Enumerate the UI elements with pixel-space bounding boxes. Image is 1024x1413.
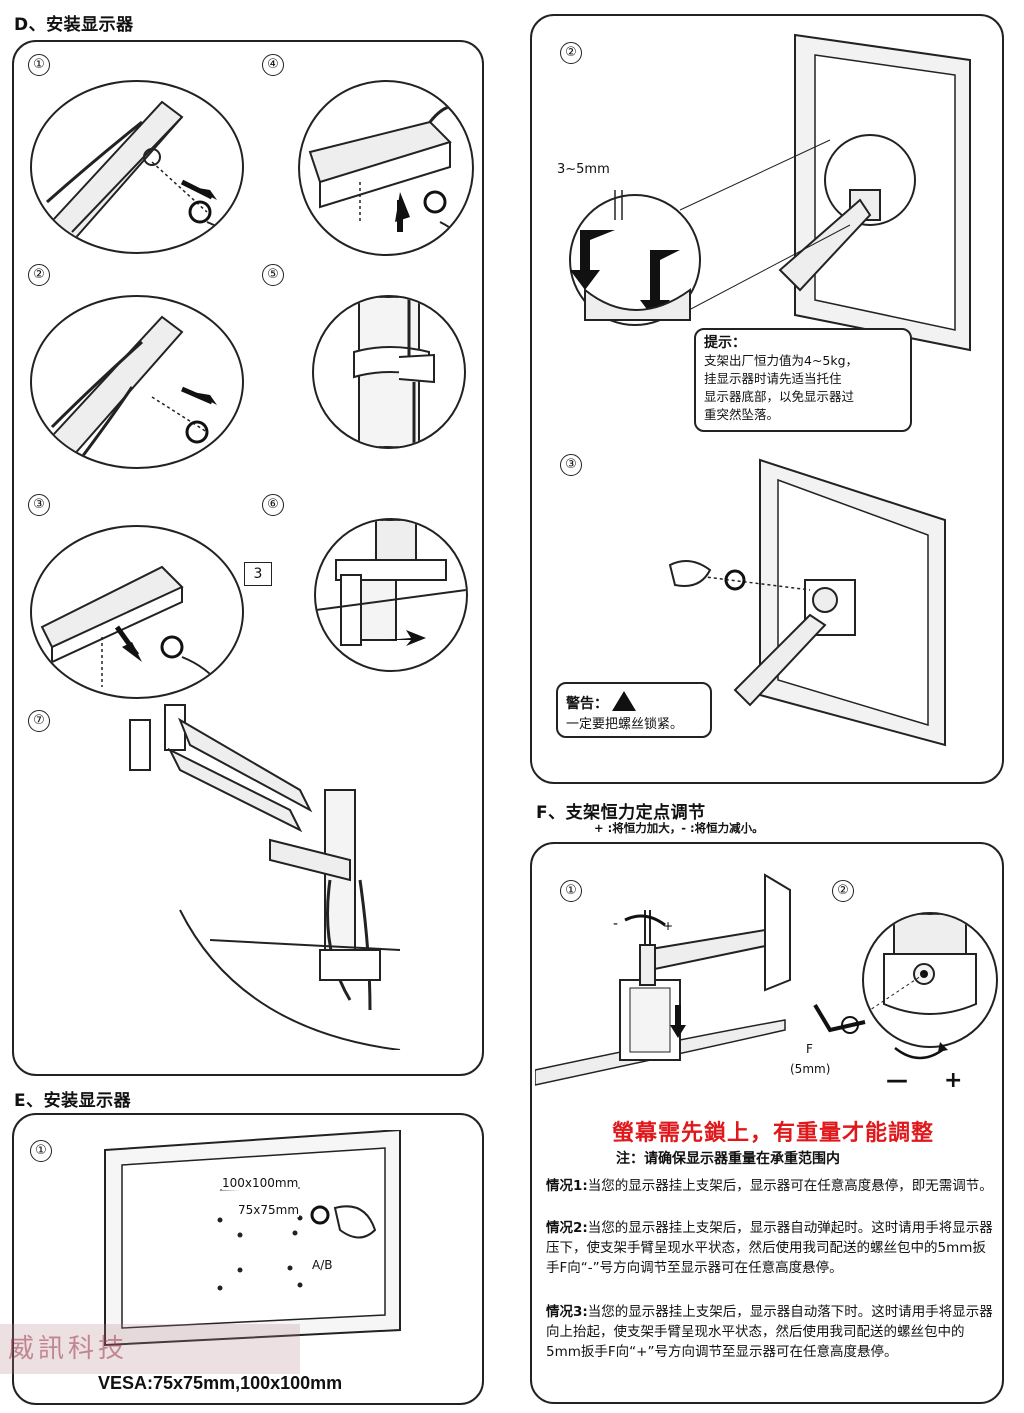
case-1-text: 当您的显示器挂上支架后，显示器可在任意高度悬停，即无需调节。 — [587, 1178, 993, 1194]
tip-callout: 提示： 支架出厂恒力值为4~5kg， 挂显示器时请先适当托住 显示器底部，以免显… — [694, 328, 912, 432]
step-number-1: ① — [28, 54, 50, 76]
wrench-size: (5mm) — [790, 1062, 831, 1076]
watermark: 威訊科技 — [0, 1324, 300, 1374]
step-number-e1: ① — [30, 1140, 52, 1162]
step-number-7: ⑦ — [28, 710, 50, 732]
tip-line-2: 挂显示器时请先适当托住 — [704, 371, 842, 386]
tip-line-3: 显示器底部，以免显示器过 — [704, 389, 855, 404]
case-2: 情况2:当您的显示器挂上支架后，显示器自动弹起时。这时请用手将显示器压下，使支架… — [546, 1218, 998, 1278]
step-number-2: ② — [28, 264, 50, 286]
vesa-spec-text: VESA:75x75mm,100x100mm — [98, 1373, 343, 1393]
section-e-title: E、安装显示器 — [14, 1091, 132, 1111]
gap-label: 3~5mm — [557, 162, 610, 177]
screw-type-label: A/B — [312, 1258, 333, 1272]
step-number-f1: ① — [560, 880, 582, 902]
hang-monitor-illustration — [560, 30, 1000, 360]
rotate-arrow-icon — [890, 1040, 950, 1070]
step4-illustration — [298, 80, 474, 256]
step5-illustration — [312, 295, 466, 449]
case-3-text: 当您的显示器挂上支架后，显示器自动落下时。这时请用手将显示器向上抬起，使支架手臂… — [546, 1304, 993, 1360]
step6-illustration — [314, 518, 468, 672]
step2-illustration — [30, 295, 244, 469]
red-warning-note: 螢幕需先鎖上，有重量才能調整 — [612, 1121, 935, 1146]
tighten-screw-illustration — [660, 455, 950, 755]
svg-text:-: - — [613, 916, 618, 932]
load-note: 注：请确保显示器重量在承重范围内 — [616, 1151, 840, 1167]
step1-illustration — [30, 80, 244, 254]
step-number-r3: ③ — [560, 454, 582, 476]
step-number-4: ④ — [262, 54, 284, 76]
warning-title: 警告： — [566, 696, 608, 712]
step-number-r2: ② — [560, 42, 582, 64]
step-number-3: ③ — [28, 494, 50, 516]
step7-illustration — [120, 690, 420, 1050]
case-2-text: 当您的显示器挂上支架后，显示器自动弹起时。这时请用手将显示器压下，使支架手臂呈现… — [546, 1220, 993, 1276]
minus-sign: — — [886, 1068, 908, 1093]
warning-callout: 警告： 一定要把螺丝锁紧。 — [556, 682, 712, 738]
step-number-f2: ② — [832, 880, 854, 902]
case-1-label: 情况1: — [546, 1178, 588, 1194]
case-2-label: 情况2: — [546, 1220, 588, 1236]
case-3-label: 情况3: — [546, 1304, 588, 1320]
tip-line-4: 重突然坠落。 — [704, 407, 780, 422]
monitor-back-illustration — [100, 1130, 410, 1350]
section-d-title: D、安装显示器 — [14, 15, 134, 35]
wrench-label: F — [806, 1042, 813, 1056]
adjust-arm-illustration: - + — [535, 870, 825, 1100]
section-f-subtitle: + :将恒力加大，- :将恒力减小。 — [594, 821, 764, 835]
svg-text:+: + — [663, 919, 673, 933]
tip-line-1: 支架出厂恒力值为4~5kg， — [704, 353, 859, 368]
warning-icon — [612, 691, 637, 711]
case-3: 情况3:当您的显示器挂上支架后，显示器自动落下时。这时请用手将显示器向上抬起，使… — [546, 1302, 998, 1362]
hex-wrench-icon — [810, 1000, 870, 1040]
cable-clip-label: 3 — [244, 562, 272, 586]
case-1: 情况1:当您的显示器挂上支架后，显示器可在任意高度悬停，即无需调节。 — [546, 1176, 998, 1196]
step-number-6: ⑥ — [262, 494, 284, 516]
vesa-75-label: 75x75mm — [238, 1203, 300, 1217]
section-f-title: F、支架恒力定点调节 — [536, 803, 706, 823]
vesa-100-label: 100x100mm — [222, 1176, 299, 1190]
plus-sign: + — [944, 1068, 963, 1093]
step3-illustration — [30, 525, 244, 699]
tip-title: 提示： — [704, 335, 746, 351]
hex-adjuster-illustration — [862, 912, 998, 1048]
warning-text: 一定要把螺丝锁紧。 — [566, 717, 684, 732]
step-number-5: ⑤ — [262, 264, 284, 286]
